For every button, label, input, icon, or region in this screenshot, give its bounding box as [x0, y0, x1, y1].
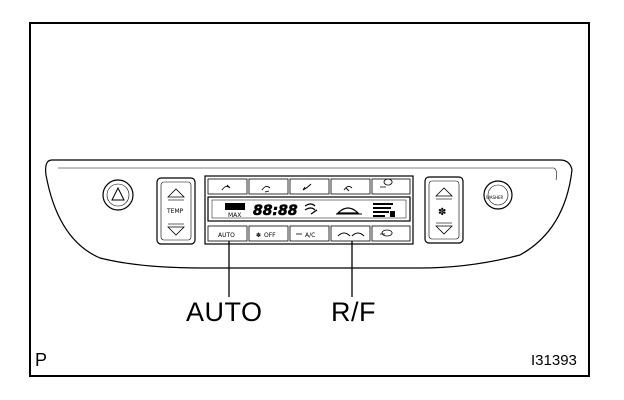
lcd-airflow-icon — [304, 203, 318, 215]
lcd-max-label: MAX — [228, 212, 241, 219]
mode-foot-icon — [302, 183, 312, 191]
rf-callout-label: R/F — [331, 297, 376, 327]
auto-indicator-icon — [225, 203, 245, 210]
lcd-fan-bars-icon — [373, 203, 395, 217]
fan-down-icon — [435, 225, 453, 235]
rear-defrost-icon — [380, 178, 393, 188]
lcd-recirc-icon — [336, 207, 360, 214]
hazard-icon — [111, 186, 125, 201]
washer-knob-label: WASHER — [486, 195, 504, 200]
temp-down-icon — [167, 226, 185, 236]
defrost-button-icon — [380, 229, 393, 237]
ac-button-label: A/C — [305, 232, 315, 239]
mode-foot-defrost-icon — [343, 185, 353, 192]
figure-id: I31393 — [531, 352, 577, 369]
top-button-row — [207, 178, 411, 195]
fan-speed-icon: ✽ — [438, 207, 446, 218]
mode-bilevel-icon — [261, 185, 271, 193]
panel-inner-line — [58, 167, 557, 181]
mode-face-icon — [221, 184, 231, 191]
fan-up-icon — [435, 187, 453, 197]
page-letter: P — [35, 350, 48, 370]
off-button-label: OFF — [264, 232, 276, 239]
bottom-button-row — [207, 225, 411, 242]
rf-button-icon — [337, 232, 365, 237]
figure-frame — [29, 22, 590, 377]
temp-rocker — [156, 177, 196, 245]
lcd-temperature-digits: 88:88 — [253, 203, 298, 219]
auto-callout-label: AUTO — [186, 297, 263, 327]
hazard-button — [102, 179, 134, 211]
auto-button-label: AUTO — [218, 232, 235, 239]
temp-up-icon — [167, 188, 185, 198]
fan-off-icon: ✽ — [256, 232, 261, 239]
temp-label: TEMP — [167, 208, 184, 215]
fan-rocker — [424, 176, 464, 244]
